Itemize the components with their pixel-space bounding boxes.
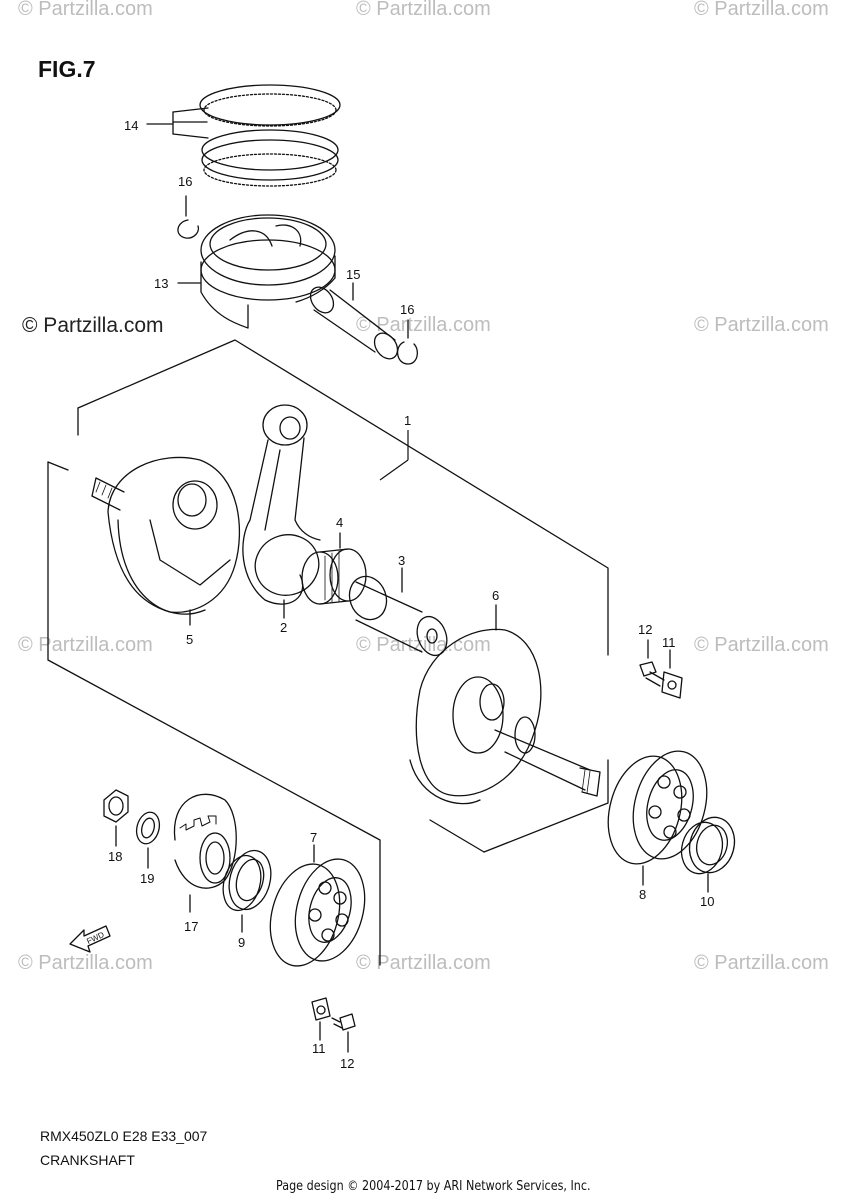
diagram-title: CRANKSHAFT xyxy=(40,1152,135,1168)
bolt-bottom xyxy=(331,1013,356,1053)
watermark: © Partzilla.com xyxy=(694,314,829,336)
part-number-16: 16 xyxy=(178,174,192,189)
part-number-7: 7 xyxy=(310,830,317,845)
part-number-15: 15 xyxy=(346,267,360,282)
part-number-5: 5 xyxy=(186,632,193,647)
piston-pin xyxy=(309,282,399,360)
primary-drive-gear xyxy=(173,793,237,913)
watermark: © Partzilla.com xyxy=(694,0,829,20)
piston xyxy=(177,214,336,329)
washer-right xyxy=(661,649,683,699)
watermark: © Partzilla.com xyxy=(694,952,829,974)
watermark: © Partzilla.com xyxy=(356,0,491,20)
part-number-17: 17 xyxy=(184,919,198,934)
part-number-14: 14 xyxy=(124,118,138,133)
part-number-18: 18 xyxy=(108,849,122,864)
part-number-6: 6 xyxy=(492,588,499,603)
main-bearing-left xyxy=(269,844,366,967)
watermark: © Partzilla.com xyxy=(356,314,491,336)
piston-pin-circlip xyxy=(397,319,419,365)
piston-pin-circlip xyxy=(177,195,200,239)
crank-pin-bearing xyxy=(301,532,367,605)
watermark: © Partzilla.com xyxy=(356,634,491,656)
bolt-right xyxy=(639,639,665,687)
left-crankshaft-half xyxy=(91,456,241,626)
crankshaft-assembly-frame xyxy=(47,339,609,966)
main-bearing-right xyxy=(607,750,708,886)
watermark: © Partzilla.com xyxy=(18,634,153,656)
oil-seal-right xyxy=(680,816,736,893)
oil-seal-left xyxy=(222,849,272,933)
nut xyxy=(103,789,129,847)
watermark: © Partzilla.com xyxy=(18,952,153,974)
part-number-13: 13 xyxy=(154,276,168,291)
partzilla-watermark: © Partzilla.com xyxy=(22,314,164,337)
connecting-rod xyxy=(242,404,321,619)
part-number-9: 9 xyxy=(238,935,245,950)
fwd-label: FWD xyxy=(85,930,106,946)
part-number-11: 11 xyxy=(312,1041,326,1056)
part-number-3: 3 xyxy=(398,553,405,568)
watermark: © Partzilla.com xyxy=(694,634,829,656)
part-number-12: 12 xyxy=(340,1056,354,1071)
part-number-1: 1 xyxy=(404,413,411,428)
washer-bottom xyxy=(311,997,331,1041)
washer xyxy=(135,811,161,869)
diagram-code: RMX450ZL0 E28 E33_007 xyxy=(40,1128,208,1144)
part-number-11: 11 xyxy=(662,635,676,650)
part-number-10: 10 xyxy=(700,894,714,909)
footer-copyright: Page design © 2004-2017 by ARI Network S… xyxy=(276,1179,591,1194)
part-number-19: 19 xyxy=(140,871,154,886)
part-number-16: 16 xyxy=(400,302,414,317)
right-crankshaft-half xyxy=(409,604,601,805)
crank-pin xyxy=(348,567,448,657)
part-number-8: 8 xyxy=(639,887,646,902)
fwd-arrow xyxy=(69,925,111,953)
figure-label: FIG.7 xyxy=(38,56,96,82)
part-number-2: 2 xyxy=(280,620,287,635)
part-number-12: 12 xyxy=(638,622,652,637)
part-number-4: 4 xyxy=(336,515,343,530)
watermark: © Partzilla.com xyxy=(18,0,153,20)
piston-rings xyxy=(146,84,341,187)
watermark: © Partzilla.com xyxy=(356,952,491,974)
